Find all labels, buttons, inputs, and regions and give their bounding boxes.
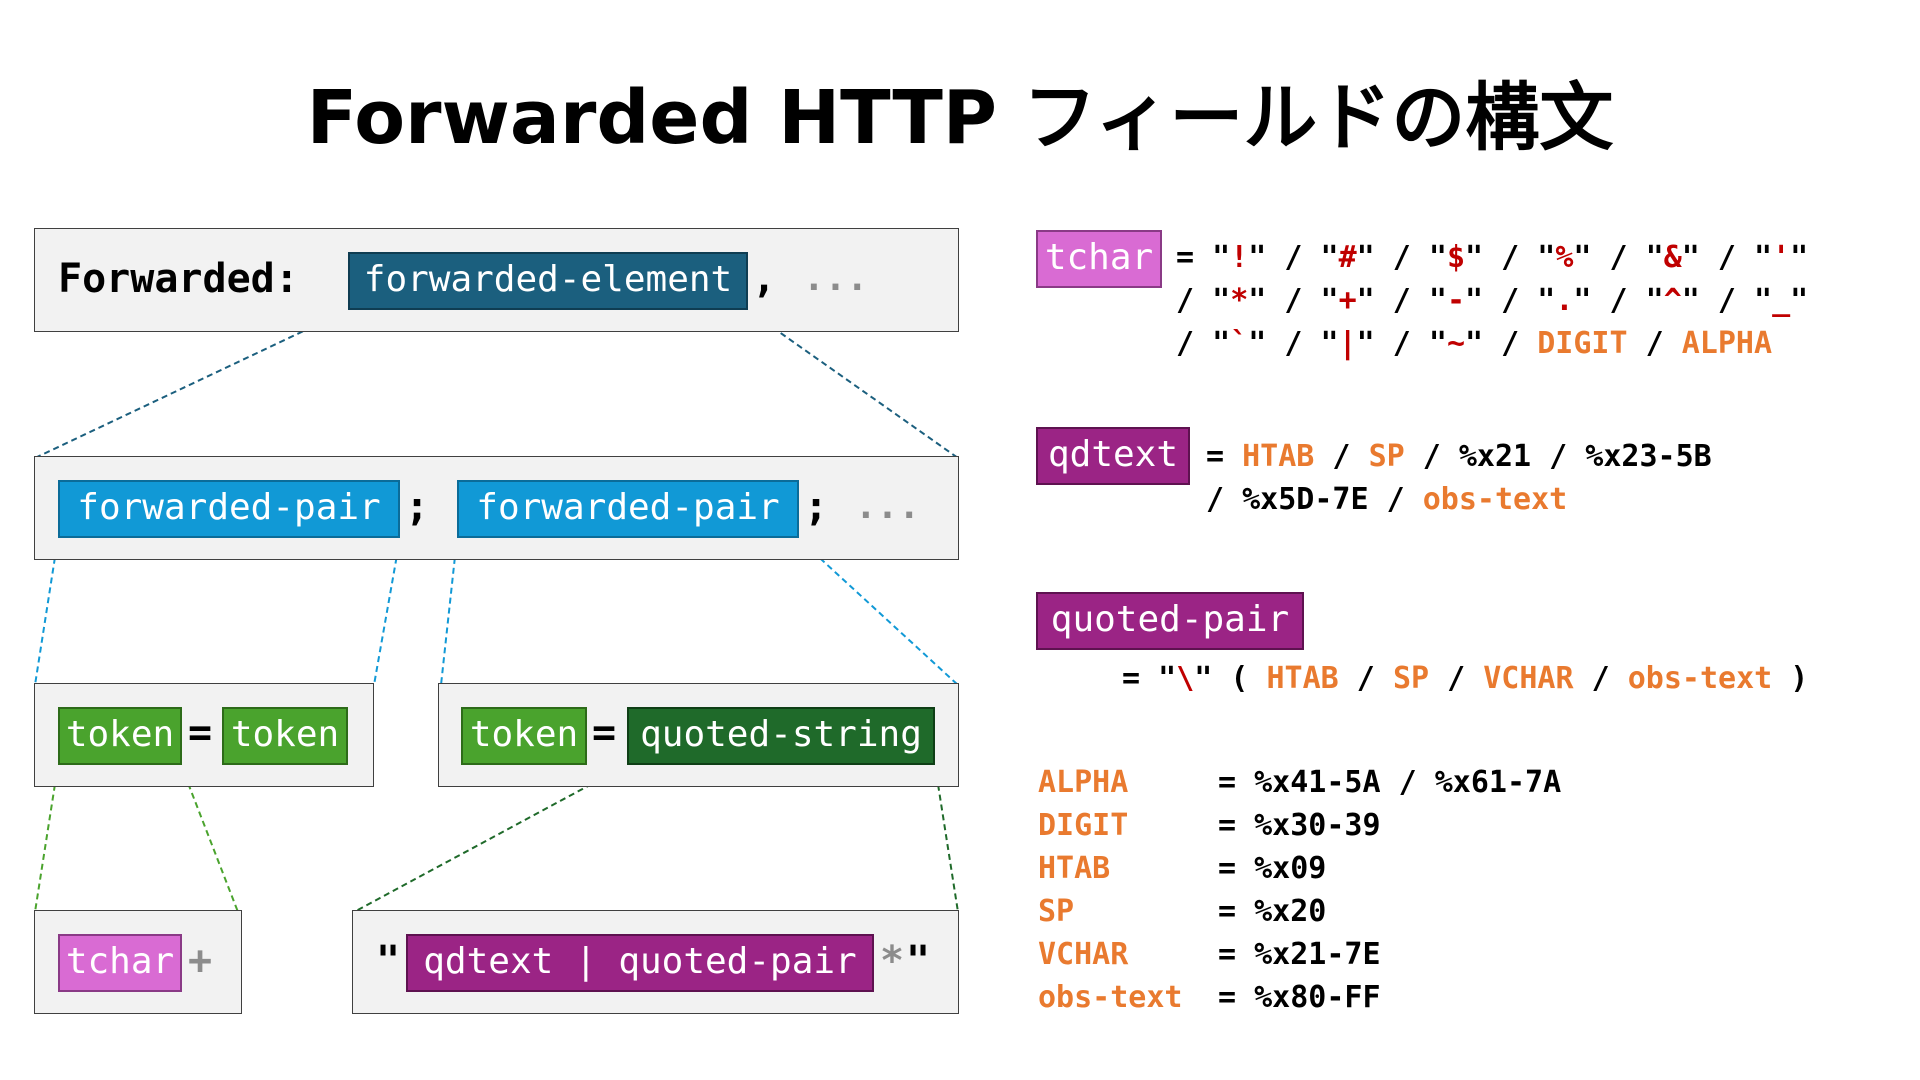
qdtext-or-quoted-pair-tag: qdtext | quoted-pair [406, 934, 874, 992]
close-quote: " [906, 938, 931, 984]
token-tag-3: token [461, 707, 587, 765]
equals-2: = [592, 710, 617, 756]
core-rules: ALPHA= %x41-5A / %x61-7A DIGIT= %x30-39 … [1038, 761, 1561, 1019]
grammar-qp-obs-text: obs-text [1627, 661, 1773, 696]
grammar-qp-vchar: VCHAR [1483, 661, 1574, 696]
core-rule-name: SP [1038, 894, 1075, 929]
grammar-qdtext-eq: = [1206, 439, 1243, 474]
grammar-qdtext-line2-prefix: / %x5D-7E / [1206, 482, 1423, 517]
semicolon-1: ; [405, 484, 430, 530]
core-rule-obs-text: obs-text = %x80-FF [1038, 976, 1561, 1019]
grammar-tchar-line3-sep: / [1627, 326, 1682, 361]
forwarded-pair-tag-2: forwarded-pair [457, 480, 799, 538]
quoted-string-tag: quoted-string [627, 707, 935, 765]
core-rule-value: = %x09 [1218, 851, 1327, 886]
core-rule-value: = %x41-5A / %x61-7A [1218, 765, 1562, 800]
ellipsis-row1: ... [803, 258, 869, 299]
connector-token-left [34, 764, 59, 913]
grammar-qdtext-rest: / %x21 / %x23-5B [1404, 439, 1712, 474]
grammar-quoted-pair-line: = "\" ( HTAB / SP / VCHAR / obs-text ) [1122, 657, 1808, 700]
core-rule-value: = %x21-7E [1218, 937, 1381, 972]
grammar-qdtext-tag: qdtext [1036, 427, 1190, 485]
core-rule-vchar: VCHAR = %x21-7E [1038, 933, 1561, 976]
connector-qs-left [353, 764, 628, 913]
equals-1: = [188, 710, 213, 756]
grammar-qdtext-htab: HTAB [1242, 439, 1315, 474]
core-rule-sp: SP = %x20 [1038, 890, 1561, 933]
star-sign: * [880, 938, 905, 984]
open-quote: " [376, 938, 401, 984]
grammar-qp-htab: HTAB [1266, 661, 1339, 696]
grammar-qdtext-line1: = HTAB / SP / %x21 / %x23-5B [1206, 435, 1712, 478]
token-tag-2: token [222, 707, 348, 765]
grammar-qp-sp: SP [1392, 661, 1430, 696]
grammar-qp-open: " ( [1194, 661, 1267, 696]
tchar-tag: tchar [58, 934, 182, 992]
core-rule-htab: HTAB = %x09 [1038, 847, 1561, 890]
grammar-alpha-ref: ALPHA [1681, 326, 1773, 361]
grammar-tchar-line1: = "!" / "#" / "$" / "%" / "&" / "'" [1176, 240, 1809, 275]
core-rule-value: = %x20 [1218, 894, 1327, 929]
grammar-tchar-line3: / "`" / "|" / "~" / DIGIT / ALPHA [1176, 322, 1772, 365]
core-rule-name: HTAB [1038, 851, 1111, 886]
core-rule-value: = %x30-39 [1218, 808, 1381, 843]
grammar-qp-backslash: \ [1176, 661, 1195, 696]
semicolon-2: ; [804, 484, 829, 530]
core-rule-name: obs-text [1038, 980, 1183, 1015]
grammar-qp-eq: = " [1122, 661, 1177, 696]
grammar-tchar-line3-prefix: / "`" / "|" / "~" / [1176, 326, 1538, 361]
core-rule-name: ALPHA [1038, 765, 1129, 800]
core-rule-digit: DIGIT = %x30-39 [1038, 804, 1561, 847]
forwarded-pair-tag-1: forwarded-pair [58, 480, 400, 538]
token-tag-1: token [58, 707, 182, 765]
connector-element-right [747, 309, 959, 459]
grammar-digit-ref: DIGIT [1537, 326, 1628, 361]
forwarded-header-label: Forwarded: [58, 256, 299, 302]
comma: , [752, 256, 777, 302]
grammar-qp-close: ) [1772, 661, 1809, 696]
core-rule-name: DIGIT [1038, 808, 1129, 843]
grammar-qp-sep3: / [1573, 661, 1628, 696]
connector-qs-right [934, 764, 959, 913]
connector-pair2-left [440, 537, 458, 686]
ellipsis-row2: ... [855, 486, 921, 527]
core-rule-value: = %x80-FF [1218, 980, 1381, 1015]
grammar-quoted-pair-tag: quoted-pair [1036, 592, 1304, 650]
plus-sign: + [188, 938, 213, 984]
page-title: Forwarded HTTP フィールドの構文 [306, 75, 1614, 161]
grammar-qdtext-sep: / [1314, 439, 1369, 474]
grammar-qdtext-obs-text: obs-text [1422, 482, 1568, 517]
grammar-tchar-tag: tchar [1036, 230, 1162, 288]
connector-pair2-right [797, 537, 959, 686]
grammar-tchar-line2: / "*" / "+" / "-" / "." / "^" / "_" [1176, 283, 1809, 318]
grammar-qp-sep1: / [1338, 661, 1393, 696]
forwarded-element-tag: forwarded-element [348, 252, 748, 310]
core-rule-name: VCHAR [1038, 937, 1129, 972]
grammar-qdtext-line2: / %x5D-7E / obs-text [1206, 478, 1567, 521]
connector-token-right [180, 764, 239, 913]
connector-element-left [34, 309, 349, 459]
grammar-qdtext-sp: SP [1368, 439, 1405, 474]
core-rule-alpha: ALPHA = %x41-5A / %x61-7A [1038, 761, 1561, 804]
connector-pair1-left [34, 537, 59, 686]
grammar-qp-sep2: / [1429, 661, 1484, 696]
connector-pair1-right [373, 537, 401, 686]
